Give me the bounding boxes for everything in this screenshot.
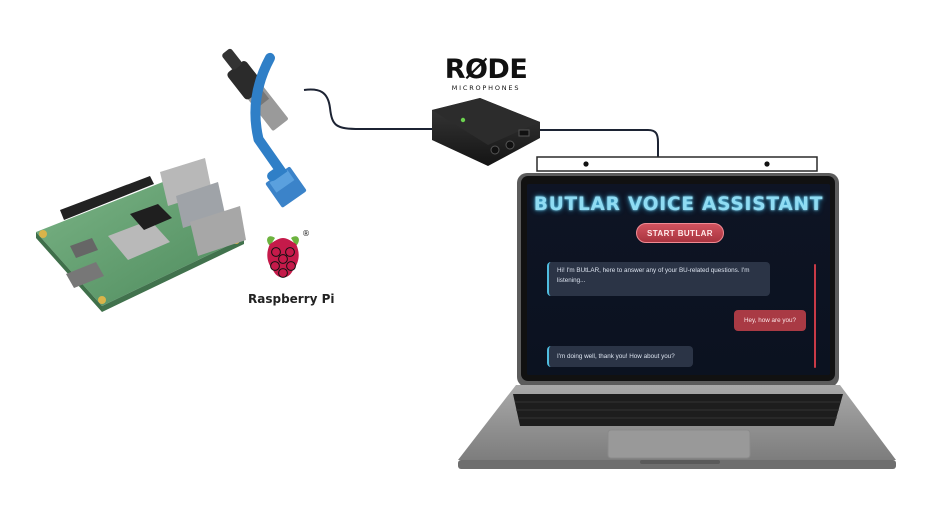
start-butlar-button[interactable]: START BUTLAR <box>636 223 724 243</box>
rode-interface-icon <box>432 98 540 166</box>
chat-message-bot: I'm doing well, thank you! How about you… <box>547 346 693 367</box>
raspberry-pi-label: Raspberry Pi <box>248 292 335 306</box>
laptop-screen: BUTLAR VOICE ASSISTANT START BUTLAR Hi! … <box>527 184 830 375</box>
raspberry-pi-board-icon <box>36 158 246 312</box>
rode-name: RØDE <box>444 54 528 85</box>
raspberry-pi-logo-icon <box>267 236 299 278</box>
webcam-bar-icon <box>536 156 818 172</box>
chat-message-user: Hey, how are you? <box>734 310 806 331</box>
chat-panel: Hi! I'm BUtLAR, here to answer any of yo… <box>541 258 819 375</box>
ethernet-plug-icon <box>250 52 307 208</box>
app-title: BUTLAR VOICE ASSISTANT <box>533 194 824 215</box>
rode-brand: RØDE MICROPHONES <box>440 54 532 93</box>
rode-to-laptop-cable <box>535 129 659 160</box>
registered-mark: ® <box>302 229 310 238</box>
chat-message-bot: Hi! I'm BUtLAR, here to answer any of yo… <box>547 262 770 296</box>
rode-subtitle: MICROPHONES <box>451 84 521 92</box>
usb-to-rode-cable <box>303 88 440 130</box>
chat-scrollbar[interactable] <box>814 264 816 368</box>
